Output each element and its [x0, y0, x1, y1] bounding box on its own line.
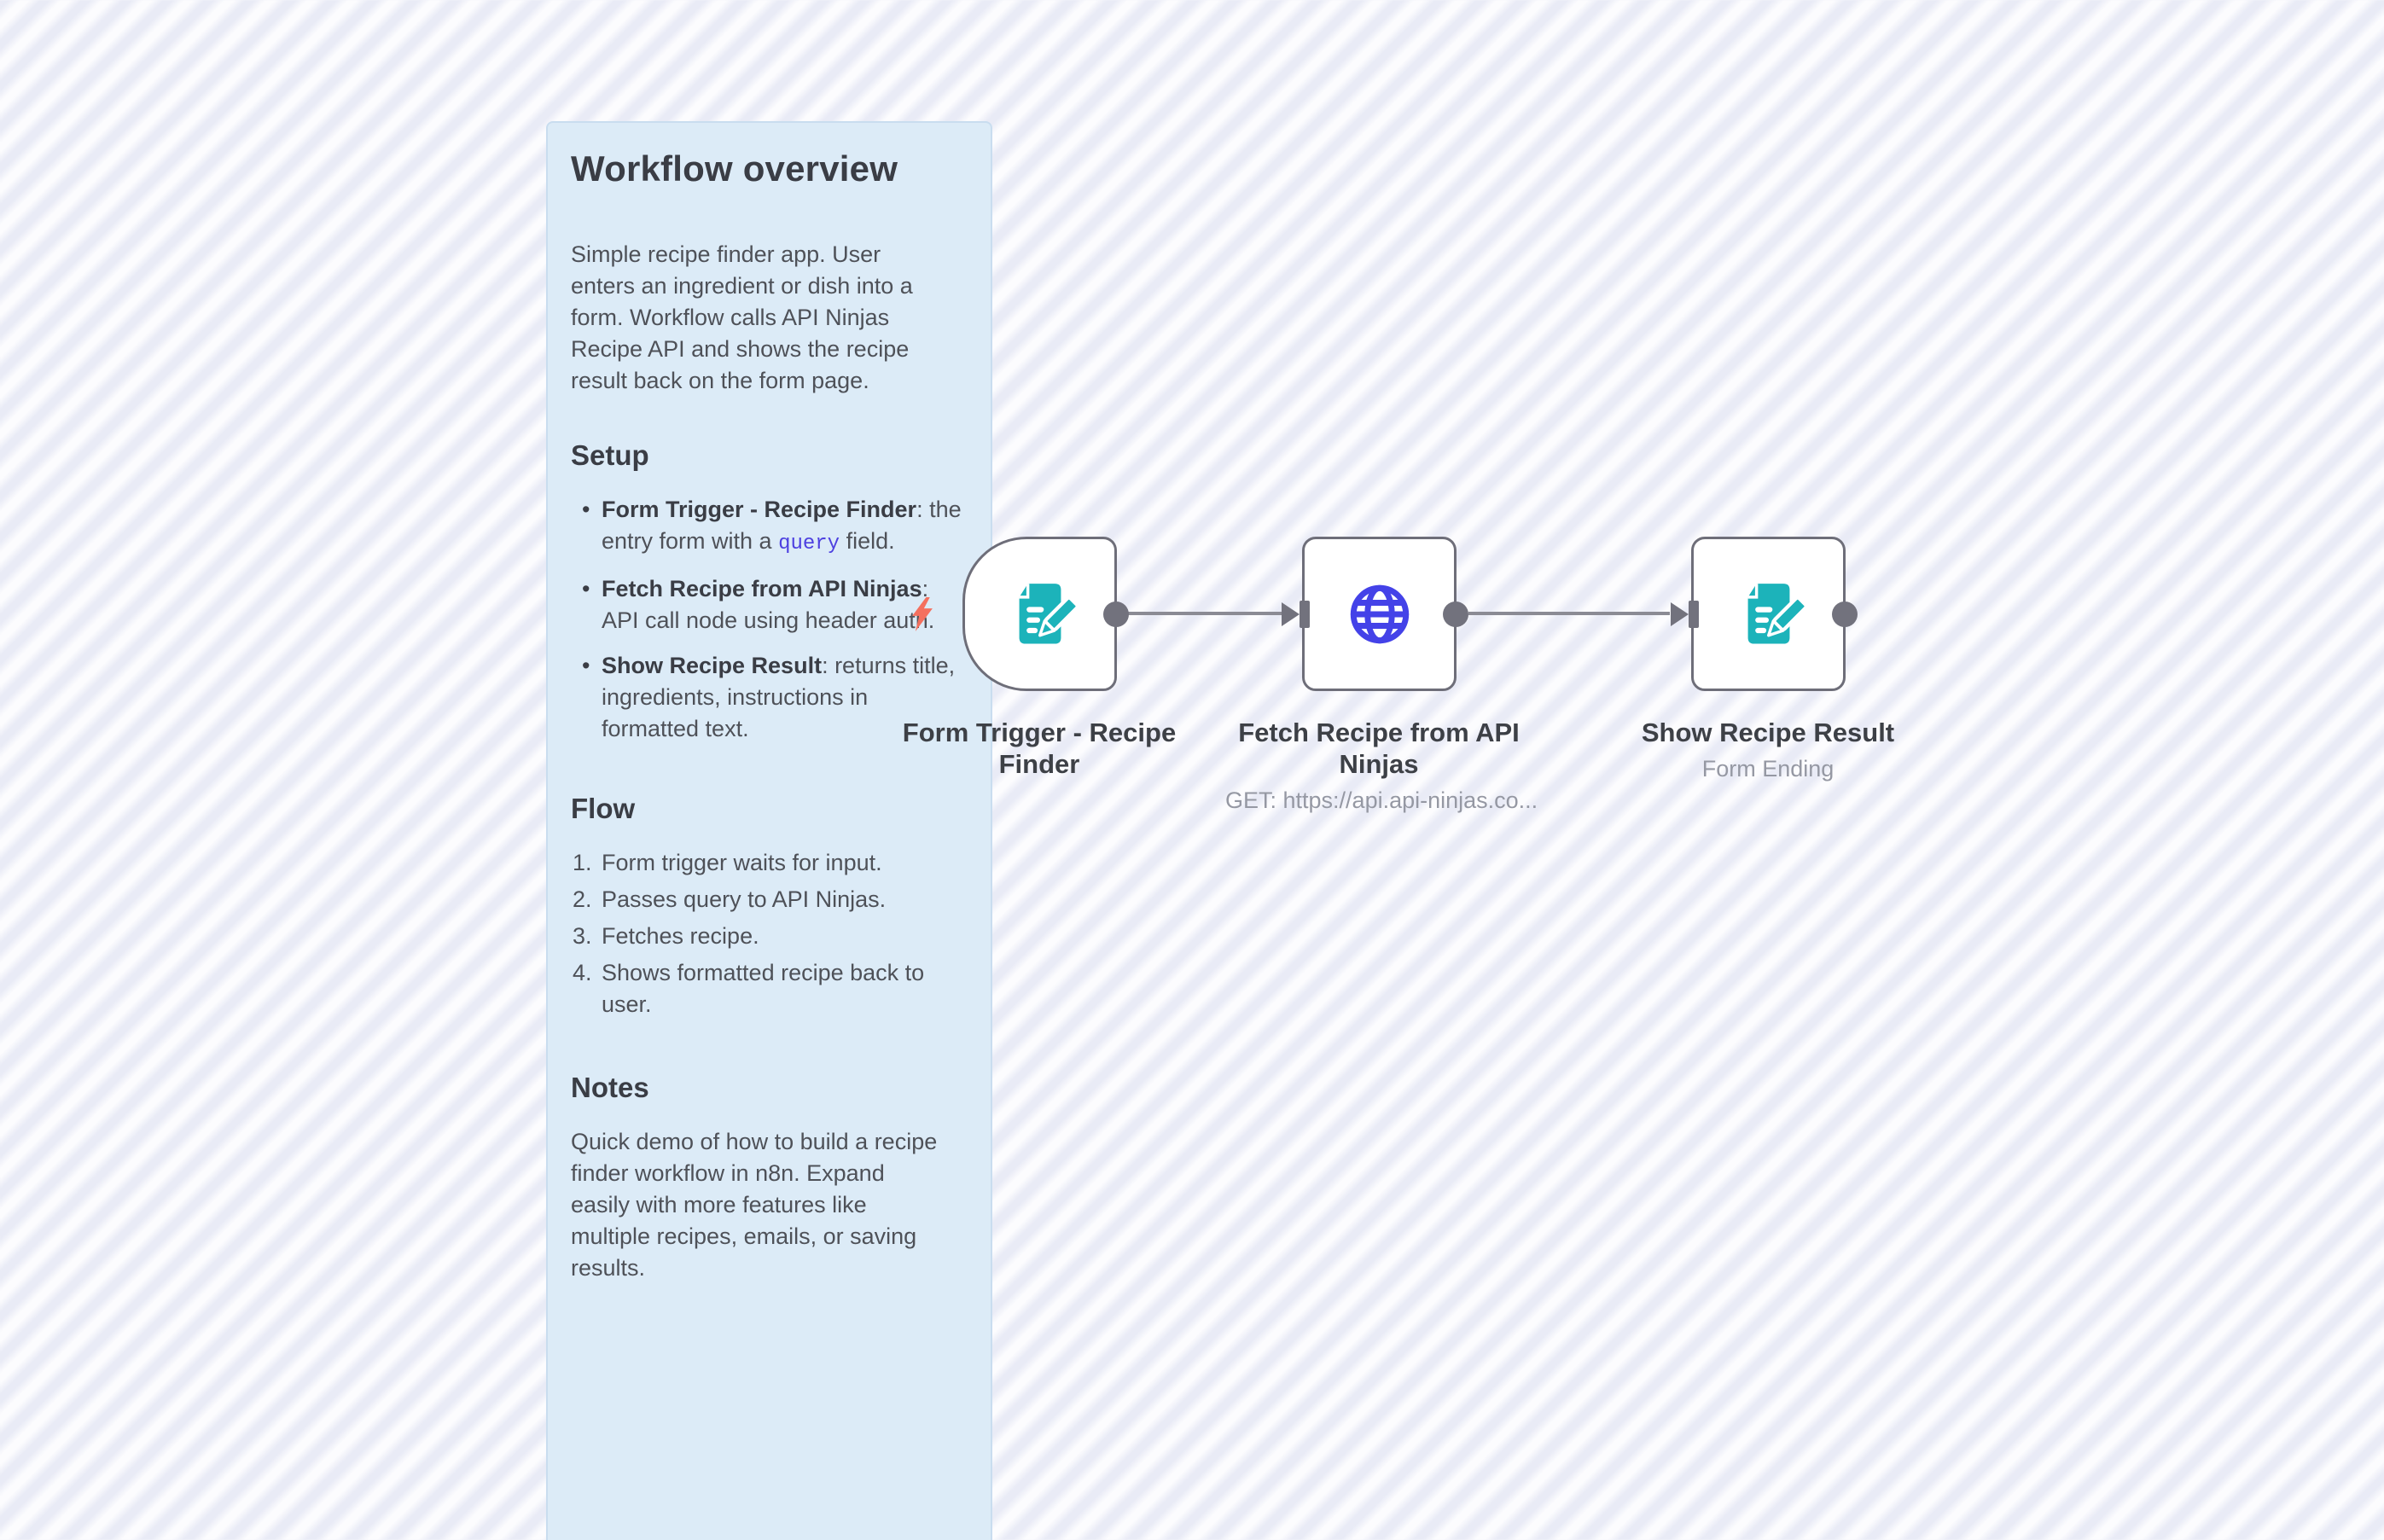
node-caption: Fetch Recipe from API Ninjas GET: https:…	[1225, 717, 1538, 814]
inline-code: query	[778, 532, 840, 555]
notes-section: Notes Quick demo of how to build a recip…	[571, 1072, 968, 1284]
node-form-trigger[interactable]	[962, 537, 1129, 691]
setup-heading: Setup	[571, 439, 649, 471]
node-subtitle: Form Ending	[1701, 756, 1835, 782]
input-arrow	[1671, 601, 1689, 626]
flow-step-text: Passes query to API Ninjas.	[602, 886, 887, 912]
setup-item-bold: Show Recipe Result	[602, 653, 823, 678]
flow-list: 1. Form trigger waits for input. 2. Passes…	[571, 847, 968, 1020]
flow-heading: Flow	[571, 793, 636, 824]
flow-step-text: Fetches recipe.	[602, 923, 759, 949]
flow-step: 2. Passes query to API Ninjas.	[571, 884, 968, 915]
form-icon	[1747, 583, 1808, 643]
form-icon	[1019, 583, 1079, 643]
setup-item-bold: Fetch Recipe from API Ninjas	[602, 576, 922, 601]
flow-step-text: Form trigger waits for input.	[602, 850, 882, 875]
notes-text: Quick demo of how to build a recipe find…	[571, 1129, 938, 1281]
flow-step: 1. Form trigger waits for input.	[571, 847, 968, 879]
globe-icon	[1350, 584, 1409, 643]
node-caption: Show Recipe Result Form Ending	[1614, 717, 1922, 782]
flow-step: 4. Shows formatted recipe back to user.	[571, 957, 968, 1020]
setup-list: Form Trigger - Recipe Finder: the entry …	[571, 494, 968, 745]
flow-step-number: 1.	[573, 850, 592, 875]
input-port[interactable]	[1300, 600, 1310, 628]
flow-section: Flow 1. Form trigger waits for input. 2. P…	[571, 793, 968, 1020]
notes-heading: Notes	[571, 1072, 649, 1103]
setup-item-text-end: field.	[840, 528, 895, 554]
node-label: Fetch Recipe from API Ninjas	[1238, 718, 1520, 779]
flow-step-number: 4.	[573, 960, 592, 985]
sticky-note[interactable]: Workflow overview Simple recipe finder a…	[546, 121, 992, 1540]
connection-wire[interactable]	[1128, 612, 1283, 615]
node-label: Form Trigger - Recipe Finder	[902, 718, 1177, 779]
node-fetch-recipe[interactable]	[1282, 537, 1468, 691]
node-caption: Form Trigger - Recipe Finder	[886, 717, 1193, 780]
output-port[interactable]	[1103, 601, 1129, 627]
flow-step-number: 3.	[573, 923, 592, 949]
flow-step: 3. Fetches recipe.	[571, 921, 968, 952]
input-arrow	[1282, 601, 1300, 626]
node-label: Show Recipe Result	[1641, 718, 1895, 747]
setup-item: Form Trigger - Recipe Finder: the entry …	[571, 494, 968, 560]
flow-step-text: Shows formatted recipe back to user.	[602, 960, 925, 1017]
setup-section: Setup Form Trigger - Recipe Finder: the …	[571, 439, 968, 745]
output-port[interactable]	[1443, 601, 1468, 627]
setup-item-text: : returns title, ingredients, instructio…	[602, 653, 956, 741]
setup-item-text: : API call node using header auth.	[602, 576, 935, 633]
setup-item: Fetch Recipe from API Ninjas: API call n…	[571, 573, 968, 636]
node-show-recipe-result[interactable]	[1671, 537, 1858, 691]
connection-wire[interactable]	[1468, 612, 1670, 615]
input-port[interactable]	[1689, 600, 1699, 628]
output-port[interactable]	[1832, 601, 1858, 627]
trigger-lightning-icon	[912, 597, 933, 631]
sticky-note-title: Workflow overview	[571, 148, 898, 189]
setup-item: Show Recipe Result: returns title, ingre…	[571, 650, 968, 745]
setup-item-text: : the entry form with a	[602, 497, 962, 554]
sticky-note-intro: Simple recipe finder app. User enters an…	[571, 241, 913, 393]
node-subtitle: GET: https://api.api-ninjas.co...	[1225, 787, 1538, 813]
flow-step-number: 2.	[573, 886, 592, 912]
setup-item-bold: Form Trigger - Recipe Finder	[602, 497, 917, 522]
